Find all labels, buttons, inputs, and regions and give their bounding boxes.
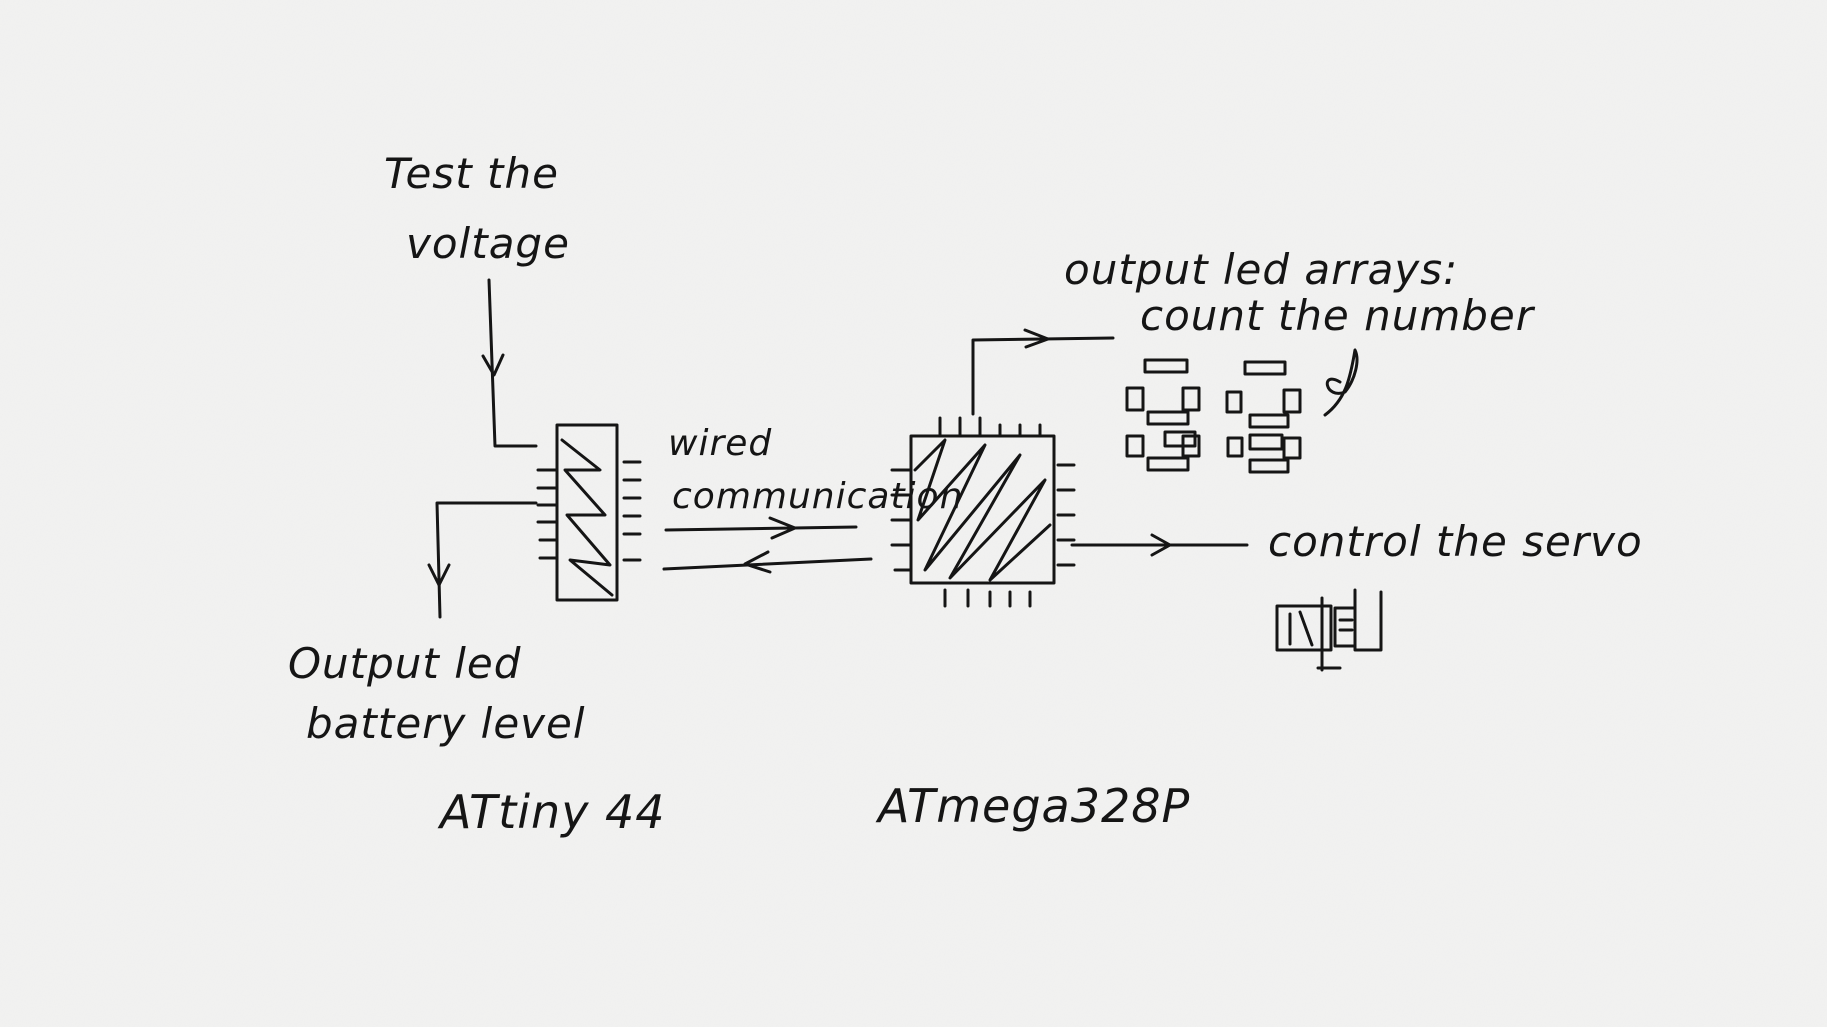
wired-label-line2: communication [672, 476, 963, 517]
led-label-line2: count the number [1140, 291, 1536, 340]
voltage-input-arrow [481, 278, 538, 448]
attiny-chip [536, 423, 642, 602]
led-array-sketch [1125, 348, 1359, 474]
servo-label: control the servo [1268, 517, 1643, 566]
servo-output-arrow [1070, 533, 1249, 557]
battery-label-line1: Output led [288, 639, 521, 688]
battery-label-line2: battery level [306, 699, 586, 748]
voltage-label-line1: Test the [384, 149, 559, 198]
servo-sketch [1275, 588, 1383, 672]
led-label-line1: output led arrays: [1064, 245, 1458, 294]
attiny-chip-name: ATtiny 44 [437, 785, 666, 839]
communication-arrows [662, 516, 873, 574]
battery-output-arrow [427, 501, 538, 619]
wired-label-line1: wired [668, 423, 772, 464]
led-output-arrow [971, 328, 1115, 416]
atmega-chip-name: ATmega328P [875, 779, 1190, 833]
atmega-chip [890, 416, 1076, 608]
voltage-label-line2: voltage [406, 219, 570, 268]
